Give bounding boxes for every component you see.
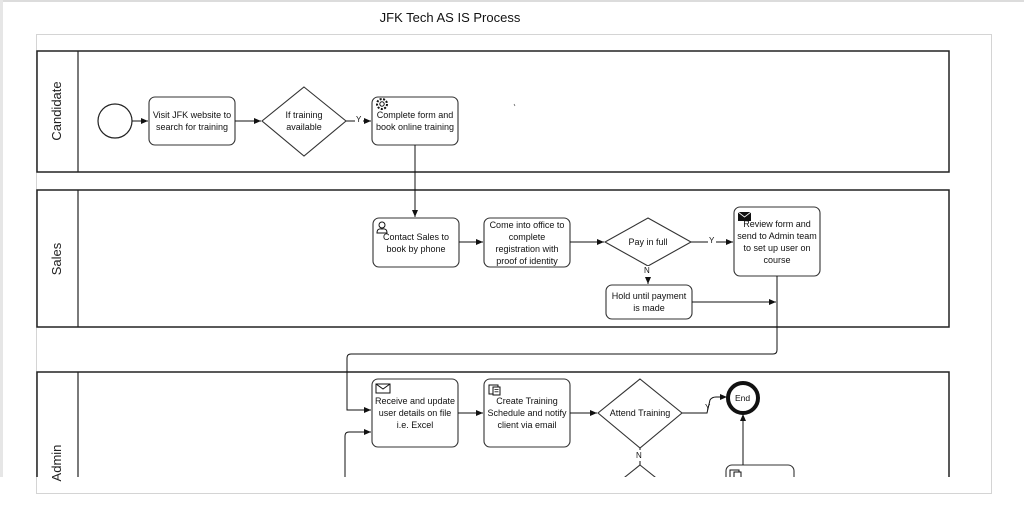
lane-sales bbox=[36, 189, 950, 328]
edge-label-pay-yes: Y bbox=[709, 236, 715, 245]
process-diagram bbox=[36, 50, 950, 477]
lane-label-admin: Admin bbox=[49, 444, 64, 482]
edge-label-attend-no: N bbox=[636, 451, 642, 460]
gateway-pay-in-full-label: Pay in full bbox=[628, 237, 668, 247]
envelope-icon bbox=[375, 383, 391, 394]
envelope-filled-icon bbox=[737, 211, 752, 221]
task-review-form-label: Review form and send to Admin team to se… bbox=[737, 219, 817, 265]
end-event[interactable] bbox=[726, 381, 760, 415]
script-icon bbox=[729, 469, 742, 477]
task-complete-form-label: Complete form and book online training bbox=[375, 110, 455, 132]
user-icon bbox=[376, 221, 388, 234]
edge-label-training-yes: Y bbox=[356, 115, 362, 124]
gear-icon bbox=[376, 98, 388, 110]
lane-label-sales: Sales bbox=[49, 242, 64, 276]
task-create-schedule-label: Create Training Schedule and notify clie… bbox=[487, 396, 567, 430]
gateway-if-training[interactable] bbox=[261, 86, 347, 157]
edge-label-attend-yes: Y bbox=[705, 403, 711, 412]
top-divider bbox=[0, 0, 1024, 2]
task-hold-payment-label: Hold until payment is made bbox=[611, 291, 687, 313]
gateway-if-training-label: If training available bbox=[285, 110, 323, 132]
script-icon bbox=[488, 384, 501, 396]
edge-label-pay-no: N bbox=[644, 266, 650, 275]
page-title: JFK Tech AS IS Process bbox=[379, 10, 521, 25]
task-contact-sales-label: Contact Sales to book by phone bbox=[382, 231, 450, 254]
gateway-attend-training-label: Attend Training bbox=[609, 408, 671, 418]
lane-admin bbox=[36, 371, 950, 477]
flow-loop-receive bbox=[344, 429, 371, 477]
task-partial-admin[interactable] bbox=[725, 464, 795, 477]
flow-review-receive bbox=[346, 276, 778, 413]
flow-attend-end bbox=[682, 394, 727, 414]
task-visit-website-label: Visit JFK website to search for training bbox=[152, 110, 232, 132]
left-gutter bbox=[0, 0, 3, 477]
start-event[interactable] bbox=[97, 103, 133, 139]
lane-candidate bbox=[36, 50, 950, 173]
lane-label-candidate: Candidate bbox=[49, 81, 64, 141]
gateway-partial[interactable] bbox=[620, 464, 660, 477]
end-event-label: End bbox=[735, 393, 751, 403]
task-come-into-office-label: Come into office to complete registratio… bbox=[489, 219, 565, 266]
task-receive-update-label: Receive and update user details on file … bbox=[374, 396, 456, 430]
